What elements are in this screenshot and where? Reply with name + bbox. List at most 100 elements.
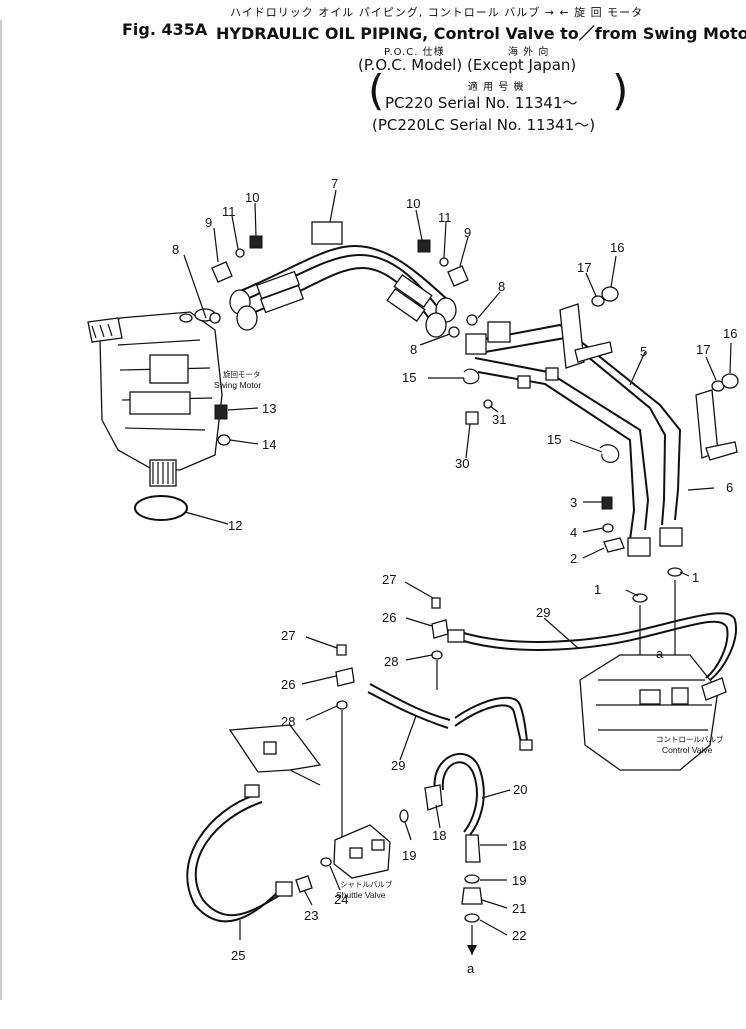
cap-27b: [336, 644, 347, 656]
hose-20: [424, 752, 485, 836]
o-ring-22: [464, 913, 480, 923]
callout-4: 4: [570, 525, 577, 540]
callout-31: 31: [492, 412, 506, 427]
serial-line-1: PC220 Serial No. 11341～: [385, 94, 578, 112]
callout-1b: 1: [692, 570, 699, 585]
shuttle-valve-jp-label: シャトルバルブ: [340, 879, 393, 889]
callout-12: 12: [228, 518, 242, 533]
jp-overseas: 海 外 向: [508, 47, 550, 58]
clamp-15a: [463, 368, 480, 385]
shuttle-valve: [333, 824, 391, 879]
bracket-open: (: [368, 66, 385, 115]
callout-3: 3: [570, 495, 577, 510]
steel-pipes-5: [465, 303, 738, 541]
o-ring-28a: [431, 650, 443, 660]
clamp-15b: [599, 444, 620, 463]
figure-label: Fig. 435A: [122, 20, 208, 39]
callout-22: 22: [512, 928, 526, 943]
english-spec: (P.O.C. Model) (Except Japan): [358, 56, 577, 74]
callout-17b: 17: [696, 342, 710, 357]
nut-16b: [721, 373, 739, 389]
callout-1a: 1: [594, 582, 601, 597]
hoses-29: [367, 612, 737, 751]
english-title: HYDRAULIC OIL PIPING, Control Valve to／f…: [216, 24, 746, 43]
jp-title: ハイドロリック オイル パイピング, コントロール バルブ → ← 旋 回 モー…: [230, 6, 644, 19]
bracket-close: ): [612, 66, 629, 115]
callout-8a: 8: [172, 242, 179, 257]
callout-13: 13: [262, 401, 276, 416]
control-valve-jp-label: コントロールバルブ: [656, 734, 724, 744]
o-ring-28b: [336, 700, 348, 710]
callout-24: 24: [334, 892, 348, 907]
callout-9a: 9: [205, 215, 212, 230]
o-ring-large: [134, 495, 188, 521]
washer-14: [217, 434, 231, 446]
fitting-18: [465, 834, 481, 863]
callout-2: 2: [570, 551, 577, 566]
nut-16a: [601, 286, 619, 302]
o-ring-1a: [632, 593, 648, 603]
callout-27b: 27: [281, 628, 295, 643]
leader-lines: [183, 189, 732, 940]
callout-19b: 19: [512, 873, 526, 888]
callout-8c: 8: [410, 342, 417, 357]
elbow-26a: [431, 619, 449, 639]
callout-17a: 17: [577, 260, 591, 275]
swivel-joint: [228, 724, 322, 786]
callout-11a: 11: [222, 204, 236, 219]
o-ring-24: [320, 857, 332, 867]
elbow-26b: [335, 667, 355, 687]
callout-26a: 26: [382, 610, 396, 625]
callout-15b: 15: [547, 432, 561, 447]
callout-7: 7: [331, 176, 338, 191]
flange-bolts: [209, 235, 478, 338]
callout-11b: 11: [438, 210, 452, 225]
o-ring-1b: [667, 567, 683, 577]
callout-10a: 10: [245, 190, 259, 205]
jp-spec: P.O.C. 仕様: [384, 47, 445, 58]
callout-19a: 19: [402, 848, 416, 863]
callout-numbers: 1 1 2 3 4 5 6 7 8 8 8 9 9 10 10 11 11 12…: [172, 176, 737, 963]
callout-26b: 26: [281, 677, 295, 692]
callout-18a: 18: [432, 828, 446, 843]
callout-23: 23: [304, 908, 318, 923]
serial-line-2: (PC220LC Serial No. 11341～): [372, 116, 596, 134]
o-ring-19a: [399, 809, 409, 823]
callout-25: 25: [231, 948, 245, 963]
callout-16a: 16: [610, 240, 624, 255]
adapter-21: [461, 887, 483, 905]
callout-21: 21: [512, 901, 526, 916]
callout-10b: 10: [406, 196, 420, 211]
callout-16b: 16: [723, 326, 737, 341]
callout-28a: 28: [384, 654, 398, 669]
swing-motor-label: Swing Motor: [214, 380, 261, 390]
o-ring-19b: [464, 874, 480, 884]
fitting-23: [295, 875, 313, 893]
control-valve-label: Control Valve: [662, 745, 713, 755]
callout-6: 6: [726, 480, 733, 495]
hose-25: [186, 784, 293, 923]
swing-motor: [87, 308, 223, 487]
jp-applicable: 適 用 号 機: [468, 82, 525, 93]
callout-5: 5: [640, 344, 647, 359]
callout-27a: 27: [382, 572, 396, 587]
plug-30: [465, 411, 479, 425]
washer-17a: [591, 295, 605, 307]
hose-assembly-7: [229, 221, 457, 338]
bolt-13: [214, 404, 228, 420]
callout-29b: 29: [391, 758, 405, 773]
callout-14: 14: [262, 437, 276, 452]
shuttle-valve-label: Shuttle Valve: [336, 890, 386, 900]
ref-a-arrowhead: [467, 945, 477, 955]
callout-15a: 15: [402, 370, 416, 385]
callout-9b: 9: [464, 225, 471, 240]
ref-a-bottom: a: [467, 961, 475, 976]
callout-30: 30: [455, 456, 469, 471]
cap-27a: [431, 597, 441, 609]
callout-29a: 29: [536, 605, 550, 620]
callout-28b: 28: [281, 714, 295, 729]
control-valve: [579, 654, 727, 771]
callout-18b: 18: [512, 838, 526, 853]
ref-a-top: a: [656, 646, 664, 661]
